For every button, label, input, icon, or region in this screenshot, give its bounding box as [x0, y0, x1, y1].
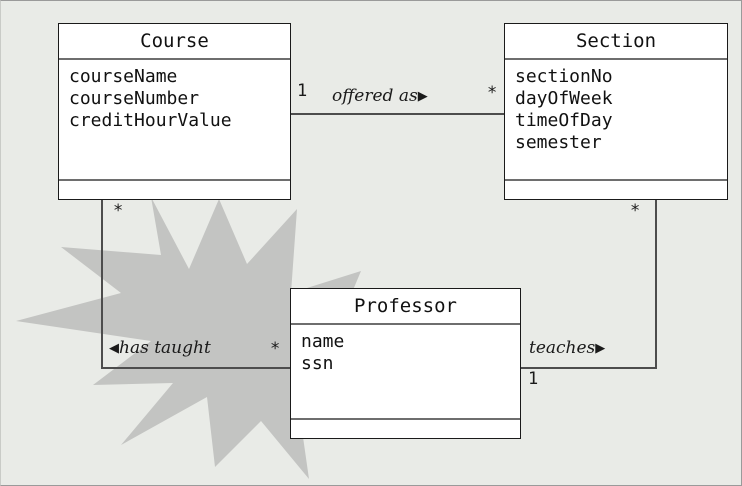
- attribute: courseNumber: [69, 87, 200, 109]
- attribute: name: [301, 331, 345, 352]
- attribute: timeOfDay: [515, 109, 613, 131]
- association-label-has-taught: ◀has taught: [109, 340, 211, 357]
- class-operations-course: [59, 181, 290, 199]
- arrow-right-icon: ▶: [417, 89, 428, 104]
- attribute: semester: [515, 131, 602, 153]
- arrow-left-icon: ◀: [109, 341, 119, 356]
- association-label-teaches: teaches▶: [529, 340, 605, 357]
- class-attributes-professor: name ssn: [291, 325, 520, 420]
- multiplicity-section-left: *: [487, 83, 498, 103]
- class-attributes-course: courseName courseNumber creditHourValue: [59, 60, 290, 181]
- class-box-course[interactable]: Course courseName courseNumber creditHou…: [58, 23, 291, 200]
- class-attributes-section: sectionNo dayOfWeek timeOfDay semester: [505, 60, 727, 181]
- multiplicity-professor-right: 1: [528, 369, 539, 389]
- multiplicity-course-right: 1: [297, 81, 308, 101]
- multiplicity-professor-left: *: [270, 339, 281, 359]
- class-operations-professor: [291, 420, 520, 438]
- class-name-course: Course: [59, 24, 290, 60]
- association-label-text: has taught: [119, 338, 211, 358]
- class-name-section: Section: [505, 24, 727, 60]
- multiplicity-course-bottom: *: [113, 201, 124, 221]
- arrow-right-icon: ▶: [595, 341, 606, 356]
- attribute: courseName: [69, 66, 178, 87]
- association-label-text: offered as: [332, 86, 418, 106]
- attribute: dayOfWeek: [515, 87, 613, 109]
- attribute: sectionNo: [515, 66, 613, 87]
- attribute: ssn: [301, 352, 334, 374]
- class-box-section[interactable]: Section sectionNo dayOfWeek timeOfDay se…: [504, 23, 728, 200]
- multiplicity-section-bottom: *: [630, 201, 641, 221]
- association-label-offered-as: offered as▶: [332, 88, 428, 105]
- association-label-text: teaches: [529, 338, 596, 358]
- attribute: creditHourValue: [69, 109, 232, 131]
- class-operations-section: [505, 181, 727, 199]
- class-box-professor[interactable]: Professor name ssn: [290, 288, 521, 439]
- class-name-professor: Professor: [291, 289, 520, 325]
